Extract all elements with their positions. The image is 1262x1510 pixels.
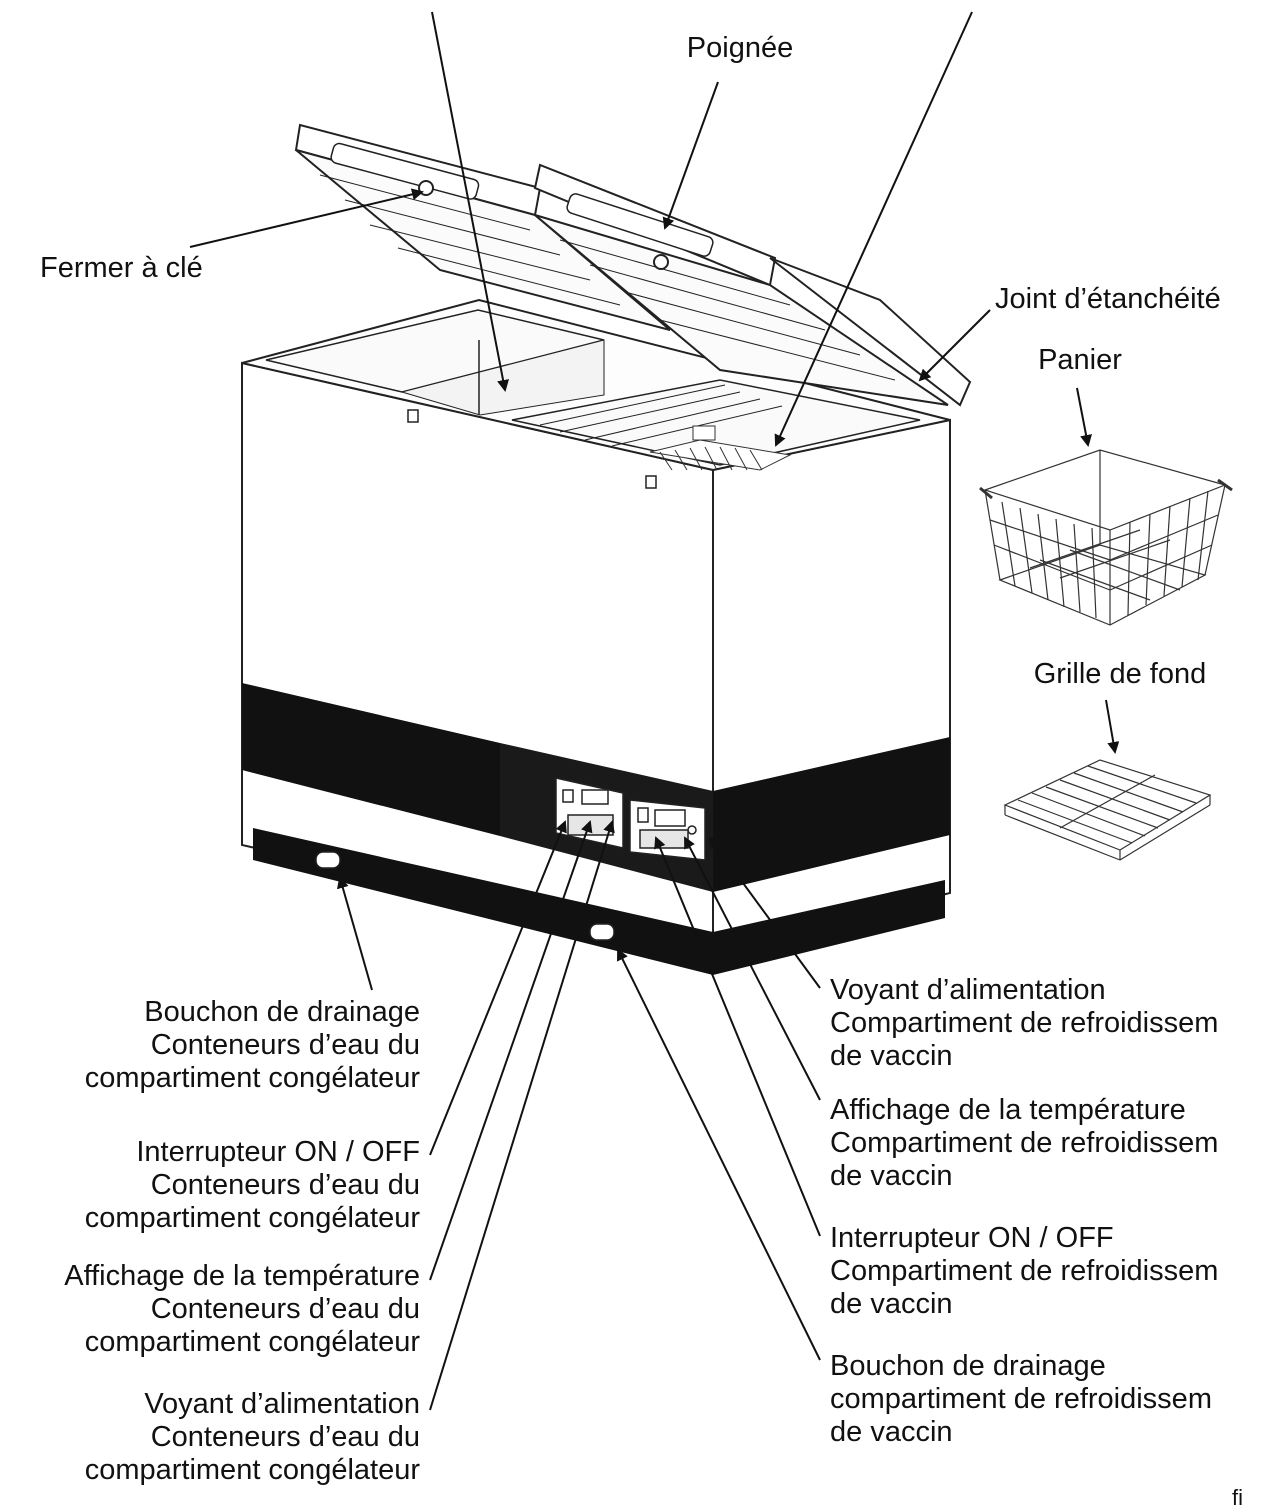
label-handle: Poignée (686, 32, 794, 64)
drain-plug-left (315, 851, 341, 869)
label-basket: Panier (1038, 344, 1122, 376)
leader-left-power (429, 820, 615, 1411)
inner-basket (649, 425, 792, 471)
leader-right-temp (684, 836, 821, 1101)
control-panel-right (629, 799, 706, 861)
label-left-temp-display: Affichage de la température Conteneurs d… (64, 1260, 420, 1358)
leader-lines (189, 11, 1120, 1411)
hinge-right (645, 475, 657, 489)
label-bottom-grid: Grille de fond (1033, 658, 1207, 690)
label-left-drain-plug: Bouchon de drainage Conteneurs d’eau du … (84, 996, 420, 1094)
label-gasket: Joint d’étanchéité (995, 283, 1221, 315)
lid-left (294, 123, 671, 331)
leader-lock (189, 188, 424, 248)
label-left-power-light: Voyant d’alimentation Conteneurs d’eau d… (84, 1388, 420, 1486)
leader-right-onoff (654, 836, 821, 1237)
lid-right (533, 163, 972, 407)
drain-plug-right (589, 923, 615, 941)
label-left-on-off: Interrupteur ON / OFF Conteneurs d’eau d… (84, 1136, 420, 1234)
leader-gasket (918, 309, 991, 382)
corner-text: fi (1232, 1485, 1243, 1510)
basket-accessory (979, 449, 1233, 626)
hinge-left (407, 409, 419, 423)
label-right-power-light: Voyant d’alimentation Compartiment de re… (830, 974, 1219, 1072)
leader-right-power (708, 836, 821, 989)
label-right-temp-display: Affichage de la température Compartiment… (830, 1094, 1219, 1192)
label-lock: Fermer à clé (40, 252, 203, 284)
leader-right-drain (617, 948, 821, 1361)
leader-bottom-grid (1105, 699, 1120, 754)
leader-top-right (774, 11, 973, 447)
label-right-drain-plug: Bouchon de drainage compartiment de refr… (830, 1350, 1212, 1448)
leader-left-drain (336, 876, 373, 991)
leader-left-temp (429, 820, 593, 1281)
leader-top-left (431, 11, 509, 392)
bottom-grid-accessory (1003, 759, 1212, 861)
leader-left-onoff (429, 820, 567, 1156)
leader-basket (1076, 387, 1092, 447)
leader-handle (662, 81, 719, 230)
label-right-on-off: Interrupteur ON / OFF Compartiment de re… (830, 1222, 1219, 1320)
